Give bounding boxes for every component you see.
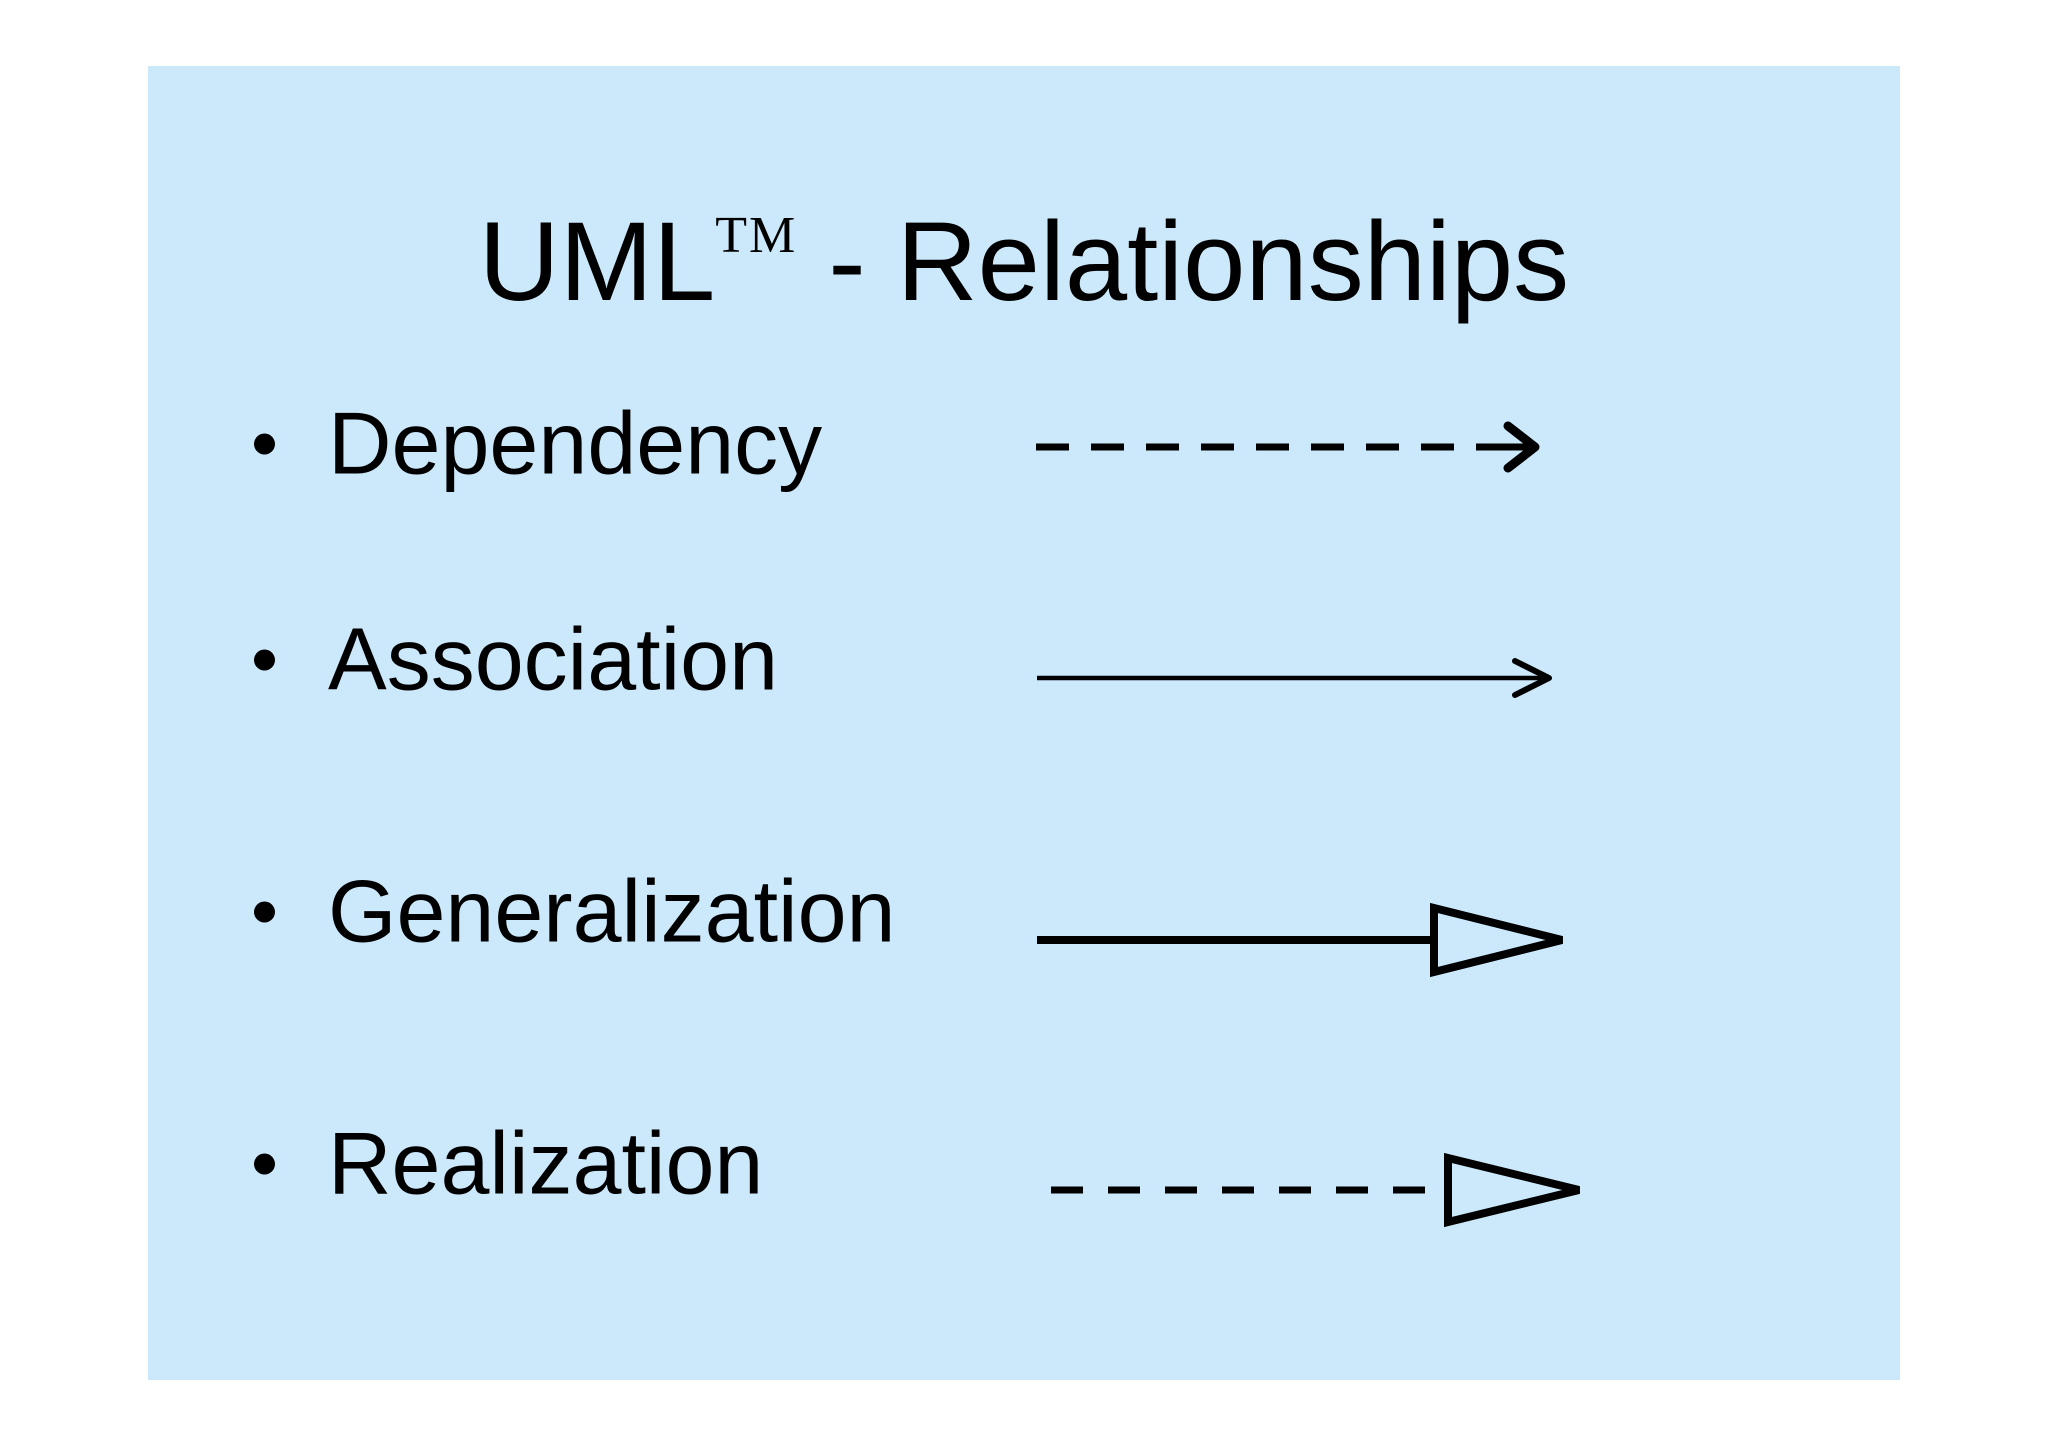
presentation-slide: UMLTM - Relationships Dependency Associa… <box>148 66 1900 1380</box>
title-prefix: UML <box>478 199 716 324</box>
bullet-dot <box>254 901 275 923</box>
slide-title: UMLTM - Relationships <box>148 166 1900 324</box>
generalization-triangle-arrow-icon <box>1037 902 1563 978</box>
realization-dashed-triangle-arrow-icon <box>1051 1152 1580 1228</box>
title-suffix: - Relationships <box>797 199 1570 324</box>
bullet-dot <box>254 1153 275 1175</box>
bullet-label-realization: Realization <box>328 1113 764 1213</box>
trademark-superscript: TM <box>715 207 798 264</box>
bullet-label-association: Association <box>328 609 779 709</box>
association-solid-arrow-icon <box>1037 658 1552 698</box>
bullet-label-dependency: Dependency <box>328 393 823 493</box>
bullet-dot <box>254 433 275 455</box>
bullet-dot <box>254 649 275 671</box>
dependency-dashed-arrow-icon <box>1036 421 1540 473</box>
bullet-label-generalization: Generalization <box>328 861 896 961</box>
